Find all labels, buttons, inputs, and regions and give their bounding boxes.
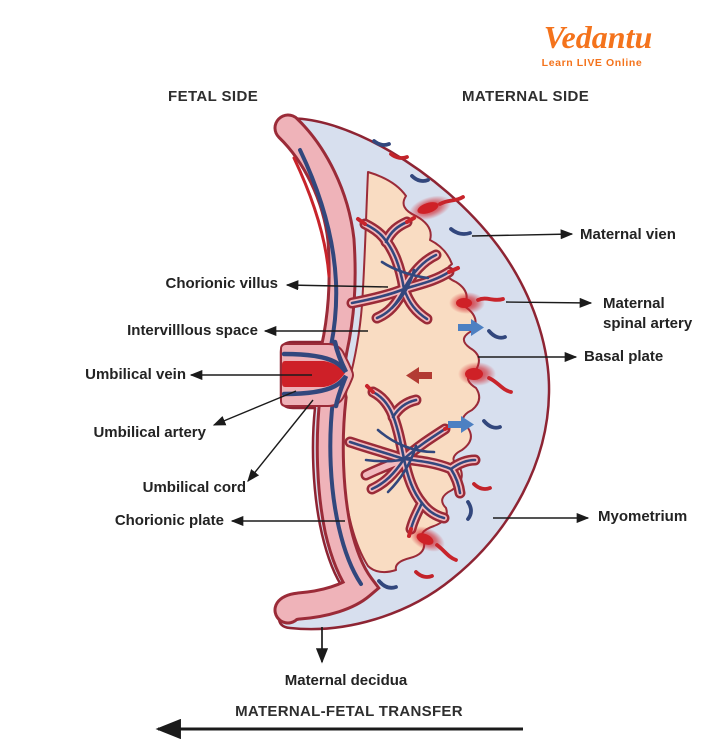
- transfer-caption: MATERNAL-FETAL TRANSFER: [235, 703, 463, 720]
- chorionic-villus-tree-lower: [344, 384, 481, 538]
- umbilical-cord-structure: [280, 339, 354, 409]
- fetal-side-header: FETAL SIDE: [168, 88, 259, 105]
- flow-arrows: [406, 319, 484, 433]
- line-umbilical-artery: [212, 390, 297, 426]
- vedantu-logo: Vedantu: [543, 19, 653, 55]
- label-chorionic-plate: Chorionic plate: [114, 512, 224, 529]
- umbilical-artery-vessel-bottom: [281, 374, 349, 409]
- label-umbilical-cord: Umbilical cord: [142, 479, 246, 496]
- chorionic-plate-band: [273, 113, 381, 625]
- vedantu-logo-tagline: Learn LIVE Online: [541, 57, 643, 69]
- chorionic-villus-tree-upper: [346, 216, 460, 325]
- label-myometrium: Myometrium: [598, 508, 688, 525]
- line-maternal-spinal-artery: [505, 297, 593, 308]
- outer-layer-vessel-dashes: [372, 139, 507, 590]
- label-basal-plate: Basal plate: [584, 348, 664, 365]
- label-chorionic-villus: Chorionic villus: [165, 275, 278, 292]
- line-umbilical-cord: [247, 399, 314, 482]
- umbilical-artery-vessel-top: [281, 339, 349, 374]
- line-maternal-vein: [471, 229, 574, 240]
- umbilical-vein-vessel: [282, 361, 345, 387]
- label-maternal-spinal-artery: Maternal spinal artery: [603, 294, 692, 334]
- label-leader-lines: [155, 229, 593, 740]
- label-maternal-decidua: Maternal decidua: [284, 672, 408, 689]
- label-maternal-vein: Maternal vien: [580, 226, 676, 243]
- label-umbilical-artery: Umbilical artery: [93, 424, 206, 441]
- label-maternal-spinal-artery-line1: Maternal: [603, 295, 665, 312]
- flow-arrow-blue-right-lower: [448, 416, 474, 433]
- flow-arrow-red-left: [406, 367, 432, 384]
- maternal-spiral-artery-blobs: [408, 195, 513, 562]
- flow-arrow-blue-right-upper: [458, 319, 484, 336]
- maternal-side-header: MATERNAL SIDE: [462, 88, 590, 105]
- label-maternal-spinal-artery-line2: spinal artery: [603, 315, 693, 332]
- label-umbilical-vein: Umbilical vein: [85, 366, 186, 383]
- label-intervillous-space: Intervilllous space: [127, 322, 258, 339]
- line-chorionic-villus: [285, 280, 389, 291]
